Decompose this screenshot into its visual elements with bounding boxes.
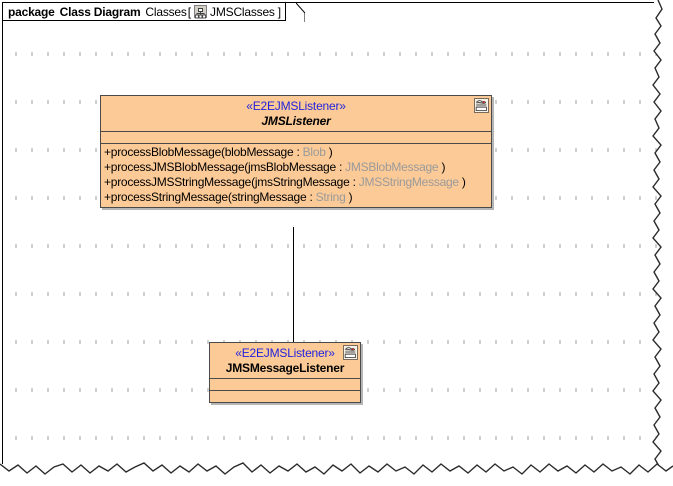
class-attributes-compartment <box>210 379 360 391</box>
operation-param: jmsStringMessage <box>254 175 350 189</box>
class-stereotype: «E2EJMSListener» <box>235 346 335 360</box>
operation-close: ) <box>325 145 333 159</box>
operation-signature: processJMSStringMessage( <box>110 175 255 189</box>
operation-row: +processJMSStringMessage(jmsStringMessag… <box>101 175 491 190</box>
operation-signature: processBlobMessage( <box>110 145 225 159</box>
class-name: JMSMessageListener <box>225 361 345 375</box>
operation-signature: processJMSBlobMessage( <box>110 160 248 174</box>
class-attributes-compartment <box>101 132 491 144</box>
frame-package-name: Classes <box>145 4 187 19</box>
operation-separator: : <box>335 160 346 174</box>
frame-bracket-close: ] <box>277 4 282 19</box>
torn-edge-right <box>652 0 673 486</box>
frame-keyword: package <box>8 4 55 19</box>
operation-signature: processStringMessage( <box>110 190 232 204</box>
class-operations-compartment <box>210 391 360 402</box>
operation-row: +processBlobMessage(blobMessage : Blob ) <box>101 145 491 160</box>
operation-close: ) <box>438 160 446 174</box>
class-header-jmslistener: «E2EJMSListener» JMSListener <box>101 96 491 132</box>
frame-diagram-name: JMSClasses <box>210 4 275 19</box>
operation-close: ) <box>458 175 466 189</box>
generalization-line[interactable] <box>293 227 294 343</box>
class-operations-compartment: +processBlobMessage(blobMessage : Blob )… <box>101 144 491 207</box>
stereotype-icon <box>343 345 358 360</box>
operation-param-type: Blob <box>302 145 326 159</box>
operation-param-type: String <box>315 190 346 204</box>
package-frame-tab[interactable]: package Class Diagram Classes [ JMSClass… <box>3 3 287 21</box>
operation-visibility: + <box>104 175 111 189</box>
class-name: JMSListener <box>261 114 331 128</box>
operation-param: blobMessage <box>224 145 294 159</box>
operation-separator: : <box>293 145 303 159</box>
operation-visibility: + <box>104 160 111 174</box>
operation-visibility: + <box>104 190 111 204</box>
operation-param: stringMessage <box>231 190 307 204</box>
operation-row: +processJMSBlobMessage(jmsBlobMessage : … <box>101 160 491 175</box>
class-stereotype: «E2EJMSListener» <box>246 99 346 113</box>
frame-bracket-open: [ <box>187 4 192 19</box>
class-box-jmslistener[interactable]: «E2EJMSListener» JMSListener +processBlo… <box>100 95 492 208</box>
frame-tab-corner <box>296 3 305 22</box>
class-diagram-icon <box>194 5 208 19</box>
operation-visibility: + <box>104 145 111 159</box>
operation-separator: : <box>349 175 359 189</box>
operation-param-type: JMSStringMessage <box>358 175 459 189</box>
operation-param-type: JMSBlobMessage <box>345 160 439 174</box>
operation-param: jmsBlobMessage <box>248 160 336 174</box>
stereotype-icon <box>474 98 489 113</box>
class-header-jmsmessagelistener: «E2EJMSListener» JMSMessageListener <box>210 343 360 379</box>
operation-close: ) <box>345 190 353 204</box>
operation-row: +processStringMessage(stringMessage : St… <box>101 190 491 205</box>
diagram-grid <box>2 22 662 477</box>
frame-diagram-kind: Class Diagram <box>59 4 141 19</box>
operation-separator: : <box>306 190 316 204</box>
torn-edge-bottom <box>0 462 673 486</box>
class-box-jmsmessagelistener[interactable]: «E2EJMSListener» JMSMessageListener <box>209 342 361 403</box>
